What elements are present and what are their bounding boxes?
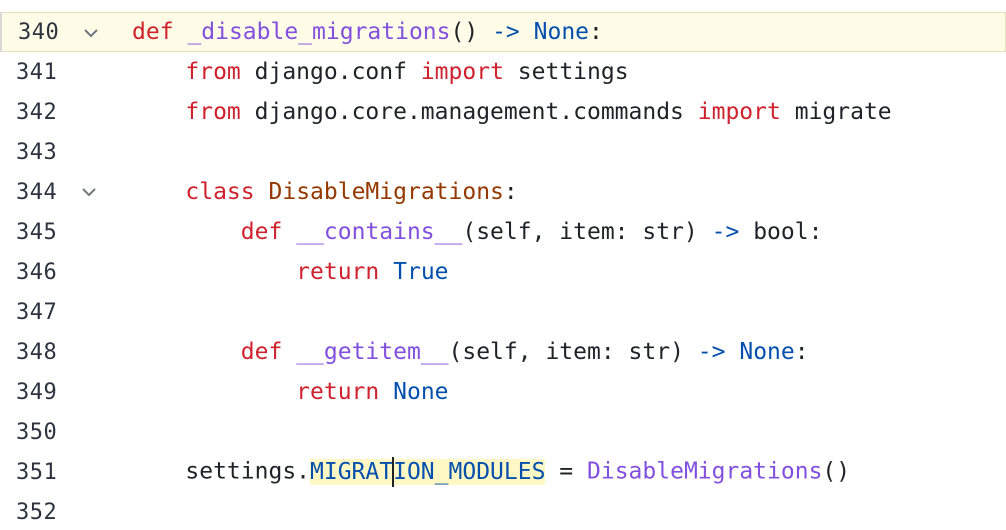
code-text: def __contains__(self, item: str) -> boo… [240,219,823,245]
code-line-349[interactable]: 349 return None [0,372,1006,412]
code-text: return True [296,259,449,285]
code-line-340[interactable]: 340 def _disable_migrations() -> None: [0,12,1006,52]
line-number: 348 [16,339,58,365]
code-line-345[interactable]: 345 def __contains__(self, item: str) ->… [0,212,1006,252]
code-line-343[interactable]: 343 [0,132,1006,172]
code-line-351[interactable]: 351 settings.MIGRATION_MODULES = Disable… [0,452,1006,492]
code-line-348[interactable]: 348 def __getitem__(self, item: str) -> … [0,332,1006,372]
line-number: 346 [16,259,58,285]
text-cursor [392,457,395,487]
line-number: 343 [16,139,58,165]
code-line-350[interactable]: 350 [0,412,1006,452]
code-line-342[interactable]: 342 from django.core.management.commands… [0,92,1006,132]
line-number: 351 [16,459,58,485]
code-line-344[interactable]: 344 class DisableMigrations: [0,172,1006,212]
line-number: 344 [16,179,58,205]
line-number: 347 [16,299,58,325]
code-text: def _disable_migrations() -> None: [132,19,603,45]
code-line-352[interactable]: 352 [0,492,1006,530]
code-text: return None [296,379,449,405]
highlighted-symbol: MIGRATION_MODULES [310,457,546,487]
line-number: 352 [16,499,58,525]
code-text: from django.conf import settings [185,59,629,85]
code-text: settings.MIGRATION_MODULES = DisableMigr… [130,457,850,487]
line-number: 340 [18,19,60,45]
code-line-341[interactable]: 341 from django.conf import settings [0,52,1006,92]
code-text: class DisableMigrations: [185,179,518,205]
line-number: 341 [16,59,58,85]
code-text: def __getitem__(self, item: str) -> None… [240,339,809,365]
chevron-down-icon[interactable] [80,183,98,201]
line-number: 345 [16,219,58,245]
chevron-down-icon[interactable] [82,24,100,42]
line-number: 349 [16,379,58,405]
line-number: 350 [16,419,58,445]
line-number: 342 [16,99,58,125]
code-line-346[interactable]: 346 return True [0,252,1006,292]
code-text: from django.core.management.commands imp… [185,99,892,125]
code-line-347[interactable]: 347 [0,292,1006,332]
